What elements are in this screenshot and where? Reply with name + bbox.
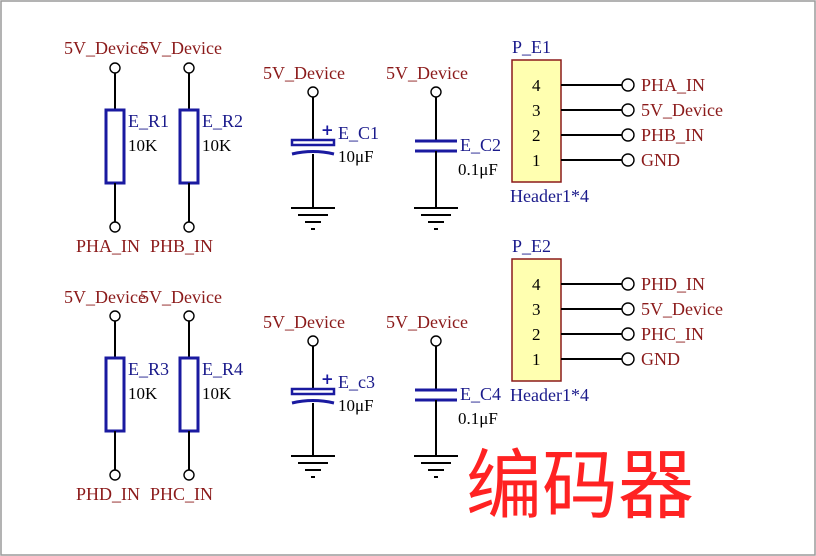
pin-c2-top[interactable] <box>430 86 442 98</box>
designator-p-e2: P_E2 <box>512 236 551 256</box>
header-terminal[interactable] <box>621 153 635 167</box>
designator-r4: E_R4 <box>202 359 243 379</box>
net-label-r3-bottom: PHD_IN <box>76 484 140 504</box>
capacitor-e-c1[interactable]: 5V_Device + E_C1 10μF <box>263 63 379 230</box>
header-p-e2[interactable]: P_E2 4 3 2 1 PHD_IN 5V_Device PHC_IN GND… <box>510 236 723 405</box>
designator-r2: E_R2 <box>202 111 243 131</box>
pin-r4-bottom[interactable] <box>183 469 195 481</box>
value-r2: 10K <box>202 136 232 155</box>
resistor-body-r4 <box>178 356 200 433</box>
header-pin-number: 2 <box>532 126 541 145</box>
header-net-label: 5V_Device <box>641 299 723 319</box>
polarity-plus-icon: + <box>321 121 334 139</box>
pin-c3-top[interactable] <box>307 335 319 347</box>
pin-r2-top[interactable] <box>183 62 195 74</box>
polarity-plus-icon: + <box>321 370 334 388</box>
header-pin-number: 3 <box>532 101 541 120</box>
net-label-r2-bottom: PHB_IN <box>150 236 213 256</box>
header-net-label: PHA_IN <box>641 75 705 95</box>
header-terminal[interactable] <box>621 78 635 92</box>
pin-r4-top[interactable] <box>183 310 195 322</box>
resistor-e-r2[interactable]: 5V_Device E_R2 10K PHB_IN <box>140 38 243 256</box>
header-pin-number: 4 <box>532 76 541 95</box>
header-p-e1[interactable]: P_E1 4 3 2 1 PHA_IN 5V_Device PHB_IN GND… <box>510 37 723 206</box>
capacitor-e-c3[interactable]: 5V_Device + E_c3 10μF <box>263 312 375 478</box>
designator-c4: E_C4 <box>460 384 501 404</box>
capacitor-e-c2[interactable]: 5V_Device E_C2 0.1μF <box>386 63 501 230</box>
header-pin-number: 4 <box>532 275 541 294</box>
resistor-body-r3 <box>104 356 126 433</box>
capacitor-plate-c3-neg <box>291 399 335 405</box>
pin-r3-bottom[interactable] <box>109 469 121 481</box>
header-terminal[interactable] <box>621 327 635 341</box>
net-label-c1-top: 5V_Device <box>263 63 345 83</box>
header-body-p-e2 <box>511 258 562 382</box>
header-terminal[interactable] <box>621 277 635 291</box>
net-label-c4-top: 5V_Device <box>386 312 468 332</box>
designator-c2: E_C2 <box>460 135 501 155</box>
header-pin-number: 1 <box>532 350 541 369</box>
header-body-p-e1 <box>511 59 562 183</box>
resistor-body-r2 <box>178 108 200 185</box>
net-label-r4-bottom: PHC_IN <box>150 484 213 504</box>
header-terminal[interactable] <box>621 352 635 366</box>
header-net-label: PHC_IN <box>641 324 704 344</box>
header-net-label: PHB_IN <box>641 125 704 145</box>
designator-r1: E_R1 <box>128 111 169 131</box>
net-label-r2-top: 5V_Device <box>140 38 222 58</box>
designator-r3: E_R3 <box>128 359 169 379</box>
resistor-body-r1 <box>104 108 126 185</box>
value-c4: 0.1μF <box>458 409 498 428</box>
value-c2: 0.1μF <box>458 160 498 179</box>
resistor-e-r1[interactable]: 5V_Device E_R1 10K PHA_IN <box>64 38 169 256</box>
net-label-r1-top: 5V_Device <box>64 38 146 58</box>
value-r3: 10K <box>128 384 158 403</box>
designator-c1: E_C1 <box>338 123 379 143</box>
value-r4: 10K <box>202 384 232 403</box>
net-label-c2-top: 5V_Device <box>386 63 468 83</box>
header-pin-number: 1 <box>532 151 541 170</box>
capacitor-plate-c3-pos <box>290 387 336 396</box>
net-label-r1-bottom: PHA_IN <box>76 236 140 256</box>
header-terminal[interactable] <box>621 103 635 117</box>
pin-r3-top[interactable] <box>109 310 121 322</box>
pin-c1-top[interactable] <box>307 86 319 98</box>
header-comment-p-e2: Header1*4 <box>510 385 589 405</box>
value-c3: 10μF <box>338 396 374 415</box>
header-pin-number: 2 <box>532 325 541 344</box>
net-label-c3-top: 5V_Device <box>263 312 345 332</box>
pin-c4-top[interactable] <box>430 335 442 347</box>
encoder-block-1: 5V_Device E_R1 10K PHA_IN 5V_Device E_R2… <box>64 37 723 256</box>
capacitor-plate-c1-neg <box>291 150 335 156</box>
header-comment-p-e1: Header1*4 <box>510 186 589 206</box>
capacitor-plate-c1-pos <box>290 138 336 147</box>
header-net-label: 5V_Device <box>641 100 723 120</box>
header-terminal[interactable] <box>621 128 635 142</box>
pin-r2-bottom[interactable] <box>183 221 195 233</box>
header-terminal[interactable] <box>621 302 635 316</box>
pin-r1-top[interactable] <box>109 62 121 74</box>
header-net-label: GND <box>641 150 680 170</box>
value-r1: 10K <box>128 136 158 155</box>
designator-p-e1: P_E1 <box>512 37 551 57</box>
capacitor-e-c4[interactable]: 5V_Device E_C4 0.1μF <box>386 312 501 478</box>
net-label-r4-top: 5V_Device <box>140 287 222 307</box>
designator-c3: E_c3 <box>338 372 375 392</box>
resistor-e-r4[interactable]: 5V_Device E_R4 10K PHC_IN <box>140 287 243 504</box>
header-net-label: GND <box>641 349 680 369</box>
resistor-e-r3[interactable]: 5V_Device E_R3 10K PHD_IN <box>64 287 169 504</box>
value-c1: 10μF <box>338 147 374 166</box>
net-label-r3-top: 5V_Device <box>64 287 146 307</box>
pin-r1-bottom[interactable] <box>109 221 121 233</box>
encoder-block-2: 5V_Device E_R3 10K PHD_IN 5V_Device E_R4… <box>64 236 723 504</box>
encoder-annotation: 编码器 <box>466 441 694 530</box>
header-net-label: PHD_IN <box>641 274 705 294</box>
header-pin-number: 3 <box>532 300 541 319</box>
